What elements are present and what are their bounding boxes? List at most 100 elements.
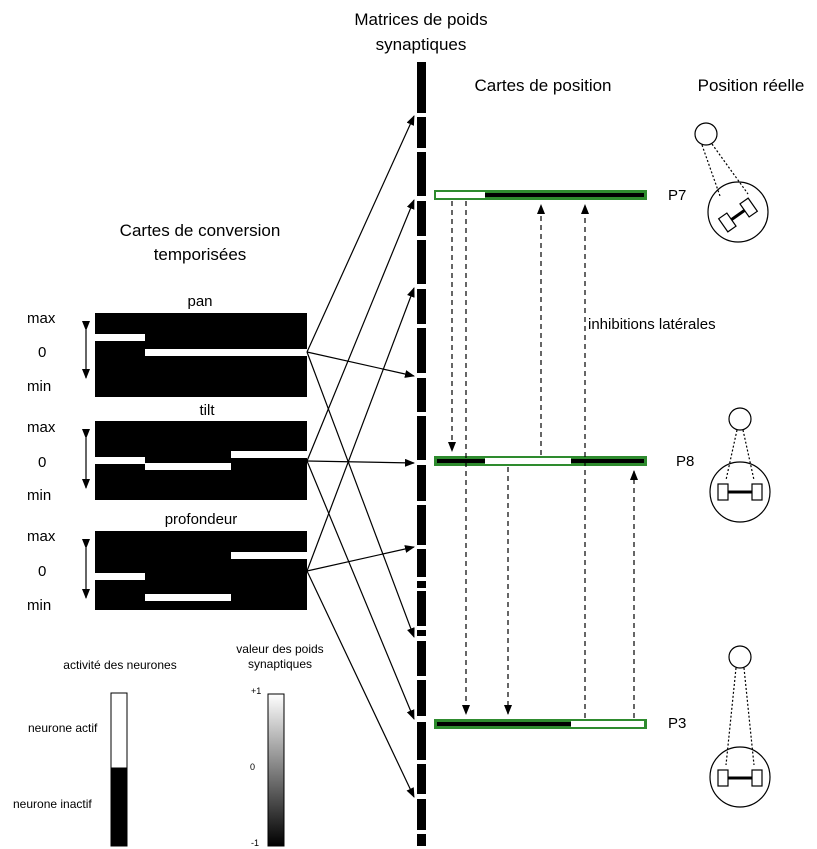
- axis-min-label: min: [27, 597, 51, 614]
- legend-weights-title-line-2: synaptiques: [248, 657, 312, 671]
- conversion-map-tilt: tilt max 0 min: [27, 402, 307, 504]
- real-position-heading: Position réelle: [698, 76, 805, 95]
- weight-cell: [417, 460, 426, 465]
- conversion-map-title: pan: [187, 293, 212, 310]
- active-neuron-segment: [95, 334, 145, 341]
- conversion-heading-line-2: temporisées: [154, 245, 247, 264]
- active-neuron-segment: [145, 349, 307, 356]
- weight-cell: [417, 830, 426, 834]
- connection-arrow: [306, 460, 415, 720]
- weight-cell: [417, 716, 426, 722]
- weight-cell: [417, 588, 426, 591]
- position-map-p3: P3: [434, 715, 686, 732]
- legend-weights-title-line-1: valeur des poids: [236, 642, 323, 656]
- target-ball: [728, 407, 752, 431]
- legend-inactive-label: neurone inactif: [13, 797, 92, 811]
- weight-cell: [417, 148, 426, 152]
- axis-max-label: max: [27, 419, 56, 436]
- weight-cell: [417, 794, 426, 799]
- axis-max-label: max: [27, 528, 56, 545]
- camera-icon: [717, 769, 763, 787]
- weight-cell: [417, 196, 426, 201]
- axis-zero-label: 0: [38, 563, 46, 580]
- weight-matrix-column: [417, 62, 426, 846]
- synaptic-weight-matrix: [417, 62, 426, 846]
- inactive-region: [571, 459, 644, 463]
- active-region: [436, 192, 485, 198]
- connection-arrow: [306, 115, 415, 353]
- conversion-heading-line-1: Cartes de conversion: [120, 221, 281, 240]
- connection-arrow: [306, 351, 415, 638]
- connection-arrow: [306, 351, 415, 378]
- active-neuron-segment: [231, 552, 307, 559]
- legend-active-label: neurone actif: [28, 721, 98, 735]
- weights-heading-line-2: synaptiques: [376, 35, 467, 54]
- axis-min-label: min: [27, 378, 51, 395]
- sight-line: [701, 144, 721, 197]
- weight-cell: [417, 545, 426, 549]
- camera-icon: [717, 483, 763, 501]
- sight-line: [725, 667, 737, 766]
- connection-arrow: [306, 199, 415, 462]
- sight-line: [742, 429, 755, 481]
- camera-icon: [717, 197, 759, 233]
- axis-zero-label: 0: [38, 344, 46, 361]
- conversion-map-pan: pan max 0 min: [27, 293, 307, 397]
- target-ball: [728, 645, 752, 669]
- weight-cell: [417, 636, 426, 641]
- axis-max-label: max: [27, 310, 56, 327]
- weight-cell: [417, 501, 426, 505]
- position-maps-heading: Cartes de position: [474, 76, 611, 95]
- position-label: P8: [676, 453, 694, 470]
- active-neuron-segment: [145, 463, 231, 470]
- legend-activity-title: activité des neurones: [63, 658, 176, 672]
- weight-cell: [417, 113, 426, 117]
- inactive-region: [485, 193, 644, 197]
- conversion-map-title: profondeur: [165, 511, 238, 528]
- real-position-p8: [709, 407, 771, 523]
- lateral-inhibition-label: inhibitions latérales: [588, 316, 716, 333]
- connection-arrow: [306, 545, 415, 572]
- position-label: P7: [668, 187, 686, 204]
- weight-cell: [417, 324, 426, 328]
- position-label: P3: [668, 715, 686, 732]
- weight-cell: [417, 626, 426, 630]
- axis-min-label: min: [27, 487, 51, 504]
- legend-synaptic-weights: valeur des poids synaptiques +1 0 -1: [236, 642, 323, 848]
- position-map-p7: P7: [434, 187, 686, 204]
- legend-inactive-swatch: [110, 767, 128, 847]
- sight-line: [743, 667, 755, 766]
- weight-gradient-bar: [267, 693, 285, 847]
- weight-cell: [417, 284, 426, 289]
- connection-arrow: [306, 287, 415, 572]
- real-position-p3: [709, 645, 771, 808]
- weight-cell: [417, 577, 426, 581]
- weights-heading-line-1: Matrices de poids: [354, 10, 487, 29]
- active-neuron-segment: [95, 573, 145, 580]
- weight-mid-label: 0: [250, 762, 255, 772]
- weight-cell: [417, 412, 426, 416]
- connection-arrow: [306, 570, 415, 798]
- connection-arrow: [306, 458, 415, 467]
- active-region: [485, 458, 571, 464]
- lateral-inhibition-arrows: [448, 201, 638, 718]
- inactive-region: [437, 722, 571, 726]
- sight-line: [725, 429, 738, 481]
- active-neuron-segment: [95, 457, 145, 464]
- robot-head: [707, 181, 769, 243]
- conversion-map-profondeur: profondeur max 0 min: [27, 511, 307, 614]
- inactive-region: [437, 459, 485, 463]
- conversion-map-title: tilt: [200, 402, 216, 419]
- active-region: [571, 721, 644, 727]
- active-neuron-segment: [145, 594, 231, 601]
- weight-min-label: -1: [251, 838, 259, 848]
- weight-max-label: +1: [251, 686, 261, 696]
- weight-cell: [417, 676, 426, 680]
- conversion-to-weight-connections: [306, 115, 415, 798]
- real-position-p7: [694, 122, 769, 243]
- weight-cell: [417, 760, 426, 764]
- active-neuron-segment: [231, 451, 307, 458]
- target-ball: [694, 122, 718, 146]
- weight-cell: [417, 373, 426, 378]
